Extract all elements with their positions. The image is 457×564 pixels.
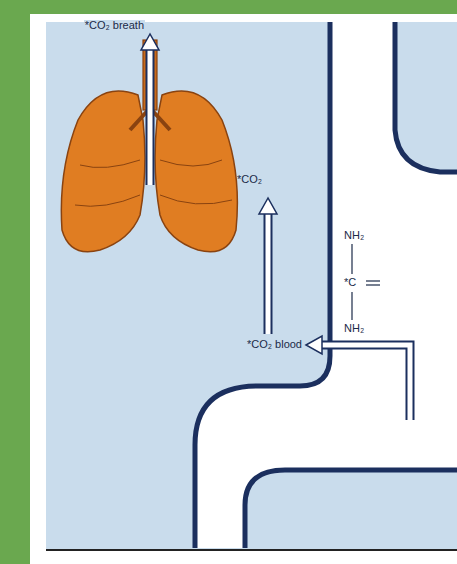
- stomach-interior: [195, 22, 457, 548]
- bond-line: [351, 292, 352, 320]
- right-lung: [155, 91, 237, 252]
- label-text: *CO₂: [237, 174, 262, 185]
- stomach-to-blood-arrow-shaft: [322, 345, 410, 420]
- panel-rule: [46, 549, 457, 551]
- panel-ground: [46, 22, 457, 549]
- stomach-wall: [245, 470, 457, 548]
- breath-arrow-outline: [146, 48, 155, 185]
- bond-line: [351, 244, 352, 274]
- green-top-bar: [0, 0, 457, 14]
- bond-line: [366, 280, 380, 281]
- bond-line: [366, 284, 380, 285]
- label-text: *CO₂ breath: [84, 20, 145, 31]
- blood-to-lung-arrow-outline: [264, 212, 273, 334]
- label-text: NH₂: [343, 323, 365, 334]
- label-text: NH₂: [343, 230, 365, 241]
- stomach-wall: [395, 22, 457, 172]
- blood-to-lung-arrow-shaft: [266, 212, 271, 334]
- arrowhead: [259, 198, 277, 214]
- arrowhead: [306, 336, 322, 354]
- green-side-bar: [0, 0, 30, 564]
- left-lung: [61, 91, 145, 252]
- stomach-to-blood-arrow-outline: [322, 345, 410, 420]
- label-text: *C: [343, 277, 357, 288]
- arrowhead: [141, 34, 159, 50]
- breath-arrow-shaft: [148, 48, 153, 185]
- label-text: *CO₂ blood: [246, 339, 303, 350]
